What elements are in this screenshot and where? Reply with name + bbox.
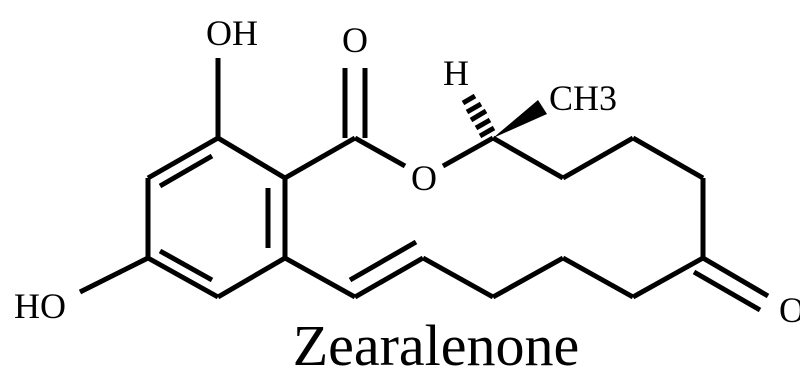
bond-ester-o-stereocenter bbox=[441, 135, 495, 169]
bond-ring bbox=[146, 255, 220, 300]
label-methyl: CH3 bbox=[549, 78, 617, 118]
bond-ring-carbonyl bbox=[283, 135, 357, 181]
label-hydrogen: H bbox=[443, 53, 469, 93]
bond-alkene-double-b bbox=[348, 239, 418, 283]
bond-chain bbox=[561, 135, 635, 181]
bond-carbonyl-ester-o bbox=[353, 135, 407, 169]
bond-chain bbox=[561, 255, 635, 300]
bond-chain bbox=[631, 135, 705, 181]
bond-chain bbox=[491, 255, 565, 300]
bond-alkene-double-a bbox=[353, 255, 425, 300]
bond-c-oh-left bbox=[78, 255, 150, 295]
hash-line bbox=[478, 125, 496, 139]
bond-ketone-double-a bbox=[701, 255, 770, 299]
bond-ring bbox=[146, 135, 220, 181]
label-ester-oxygen: O bbox=[411, 158, 437, 198]
bond-ring-inner bbox=[158, 153, 214, 189]
solid-wedge-bond bbox=[493, 100, 547, 138]
molecule-name: Zearalenone bbox=[293, 313, 580, 371]
bond-ketone-double-b bbox=[692, 269, 762, 313]
label-carbonyl-oxygen: O bbox=[342, 20, 368, 60]
hash-line bbox=[469, 108, 488, 123]
label-ketone-oxygen: O bbox=[779, 290, 800, 330]
hash-line bbox=[461, 93, 477, 106]
hashed-wedge-bond bbox=[461, 93, 496, 139]
bond-chain bbox=[631, 255, 705, 300]
benzene-ring bbox=[145, 135, 288, 300]
hash-line bbox=[474, 117, 492, 131]
bond-alkene-ring bbox=[283, 255, 357, 300]
label-top-hydroxyl: OH bbox=[206, 13, 258, 53]
hash-line bbox=[465, 101, 483, 115]
bond-chain bbox=[491, 135, 565, 181]
bond-ring-inner bbox=[158, 248, 214, 283]
label-left-hydroxyl: HO bbox=[14, 286, 66, 326]
bond-ring bbox=[216, 135, 287, 181]
bond-ring bbox=[216, 255, 287, 300]
bond-chain bbox=[421, 255, 495, 300]
